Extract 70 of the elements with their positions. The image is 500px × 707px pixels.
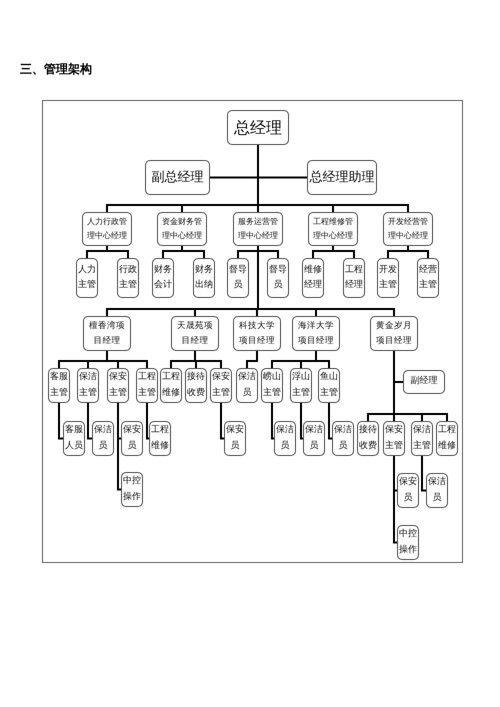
position-box: 浮山主管 <box>290 368 312 403</box>
position-box: 保洁员 <box>274 421 296 456</box>
position-box: 开发主管 <box>377 258 399 298</box>
connector-line <box>58 403 63 440</box>
connector-line <box>146 403 149 440</box>
position-box: 保安主管 <box>107 368 129 403</box>
position-box: 副总经理 <box>145 160 210 195</box>
position-box: 资金财务管理中心经理 <box>157 212 207 246</box>
connector-line <box>315 351 330 368</box>
position-box: 保洁员 <box>426 473 448 508</box>
position-box: 督导员 <box>267 258 289 298</box>
connector-line <box>106 246 129 258</box>
connector-line <box>332 246 355 258</box>
position-box: 接待收费 <box>357 421 379 456</box>
position-box: 工程维修 <box>149 421 171 456</box>
position-box: 服务运营管理中心经理 <box>233 212 283 246</box>
position-box: 保洁主管 <box>77 368 99 403</box>
connector-line <box>271 403 274 440</box>
position-box: 副经理 <box>403 370 445 394</box>
position-box: 工程维修管理中心经理 <box>308 212 358 246</box>
connector-line <box>181 246 205 258</box>
position-box: 工程经理 <box>343 258 365 298</box>
position-box: 保安员 <box>224 421 246 456</box>
connector-line <box>300 403 303 440</box>
position-box: 行政主管 <box>117 258 139 298</box>
position-box: 工程维修 <box>436 421 458 456</box>
section-heading: 三、管理架构 <box>20 61 92 78</box>
position-box: 鱼山主管 <box>318 368 340 403</box>
position-box: 保安主管 <box>383 421 405 456</box>
position-box: 保洁员 <box>236 368 258 403</box>
position-box: 中控操作 <box>121 472 143 507</box>
position-box: 崂山主管 <box>261 368 283 403</box>
position-box: 接待收费 <box>185 368 207 403</box>
position-box: 保安员 <box>397 473 419 508</box>
connector-line <box>117 403 121 490</box>
connector-line <box>421 456 426 492</box>
position-box: 人力行政管理中心经理 <box>82 212 132 246</box>
connector-line <box>393 456 397 544</box>
position-box: 开发经营管理中心经理 <box>383 212 433 246</box>
connector-line <box>257 145 409 212</box>
position-box: 财务出纳 <box>193 258 215 298</box>
position-box: 保安主管 <box>210 368 232 403</box>
position-box: 天晟苑项目经理 <box>171 316 219 351</box>
connector-line <box>220 403 224 440</box>
position-box: 保洁员 <box>332 421 354 456</box>
position-box: 保洁主管 <box>411 421 433 456</box>
position-box: 人力主管 <box>76 258 98 298</box>
connector-line <box>87 403 92 440</box>
position-box: 保洁员 <box>92 421 114 456</box>
position-box: 工程维修 <box>160 368 182 403</box>
connector-line <box>257 246 395 316</box>
position-box: 客服主管 <box>48 368 70 403</box>
position-box: 总经理 <box>227 110 289 145</box>
connector-line <box>328 403 332 440</box>
position-box: 工程主管 <box>136 368 158 403</box>
position-box: 总经理助理 <box>307 160 377 195</box>
position-box: 保安员 <box>121 421 143 456</box>
position-box: 督导员 <box>227 258 249 298</box>
position-box: 黄金岁月项目经理 <box>370 316 418 351</box>
position-box: 科技大学项目经理 <box>233 316 281 351</box>
connector-line <box>246 351 258 368</box>
position-box: 维修经理 <box>302 258 324 298</box>
position-box: 财务会计 <box>152 258 174 298</box>
position-box: 经营主管 <box>417 258 439 298</box>
position-box: 客服人员 <box>63 421 85 456</box>
position-box: 海洋大学项目经理 <box>292 316 340 351</box>
position-box: 檀香湾项目经理 <box>83 316 131 351</box>
position-box: 中控操作 <box>397 525 419 560</box>
connector-line <box>407 246 429 258</box>
position-box: 保洁员 <box>303 421 325 456</box>
